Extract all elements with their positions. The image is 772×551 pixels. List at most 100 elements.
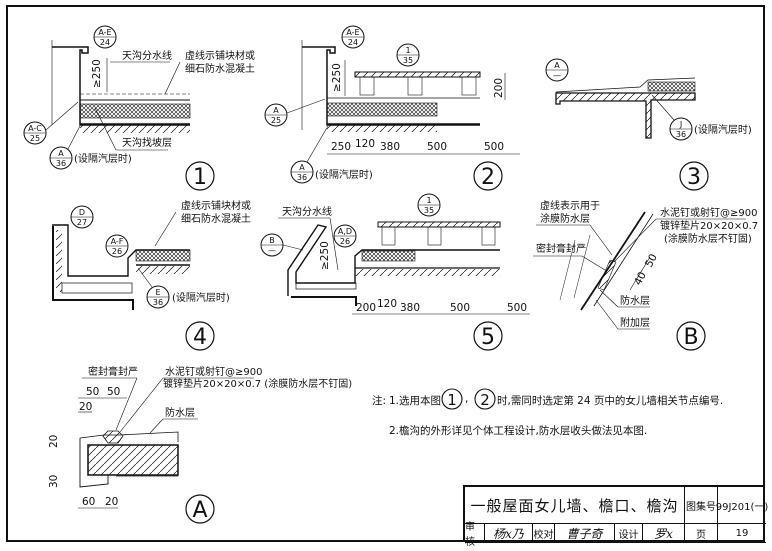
detail-number-B: B (683, 325, 698, 350)
svg-text:380: 380 (400, 302, 420, 314)
svg-text:A: A (58, 149, 64, 158)
dA-label-waterproof: 防水层 (165, 406, 195, 419)
dA-label-sealant: 密封膏封严 (88, 365, 138, 378)
svg-text:26: 26 (112, 247, 122, 256)
dA-label-nail-2: 镀锌垫片20×20×0.7 (涂膜防水层不钉固) (163, 377, 352, 390)
detail-number-2: 2 (481, 165, 495, 190)
svg-text:D: D (79, 208, 85, 217)
review-label: 审核 (465, 522, 485, 548)
d3-ref-top[interactable]: A — (545, 58, 569, 82)
dB-label-nail-1: 水泥钉或射钉@≥900 (660, 206, 757, 219)
svg-text:A-F: A-F (111, 237, 124, 246)
dA-dim-left-2: 30 (48, 475, 60, 488)
svg-text:36: 36 (153, 298, 163, 307)
d1-ref-bottom[interactable]: A 36 (49, 146, 73, 170)
note-circle-1-number: 1 (447, 391, 457, 409)
d2-ref-left[interactable]: A 25 (264, 103, 288, 127)
d2-ref-top[interactable]: A-E 24 (341, 25, 365, 49)
svg-text:26: 26 (340, 237, 350, 246)
svg-text:E: E (155, 288, 160, 297)
d1-label-vapor: (设隔汽层时) (74, 152, 132, 165)
design-signature: 罗x (643, 524, 685, 543)
svg-text:A: A (554, 61, 560, 70)
detail-number-4: 4 (193, 325, 207, 350)
svg-text:1: 1 (426, 196, 431, 205)
svg-text:A,D: A,D (338, 227, 352, 236)
svg-text:35: 35 (403, 56, 413, 65)
sheet-border (6, 5, 765, 542)
dA-dim-top-small: 20 (79, 401, 92, 413)
svg-text:200: 200 (356, 302, 376, 314)
detail-2: ≥250 200 250 120 380 500 500 A-E 24 1 35… (264, 25, 520, 191)
d4-label-dashed-2: 细石防水混凝土 (181, 212, 251, 225)
svg-text:500: 500 (507, 302, 527, 314)
detail-4: 虚线示铺块材或 细石防水混凝土 D 27 A-F 26 E 36 (设隔汽层时)… (52, 199, 251, 351)
dA-dim-top-1: 50 (86, 386, 99, 398)
dA-label-nail-1: 水泥钉或射钉@≥900 (165, 365, 262, 378)
d1-dim-height: ≥250 (91, 59, 103, 88)
page-number: 19 (718, 524, 766, 543)
d5-ref-left[interactable]: B — (260, 233, 284, 257)
atlas-number: 99J201(一) (716, 487, 768, 524)
dA-dim-bottom-2: 20 (105, 496, 118, 508)
svg-text:500: 500 (427, 141, 447, 153)
svg-text:36: 36 (676, 130, 686, 139)
svg-text:120: 120 (377, 298, 397, 310)
dB-label-sealant: 密封膏封严 (536, 242, 586, 255)
d5-ref-top[interactable]: 1 35 (417, 193, 441, 217)
note-1-sep: , (465, 393, 469, 405)
d1-label-divide: 天沟分水线 (122, 49, 172, 62)
dB-dim-b: 50 (643, 252, 660, 269)
detail-5: 天沟分水线 ≥250 200 120 380 500 500 B — A,D 2… (260, 193, 530, 351)
d3-label-vapor: (设隔汽层时) (694, 123, 752, 136)
d1-ref-left[interactable]: A-C 25 (23, 121, 47, 145)
d4-label-dashed-1: 虚线示铺块材或 (181, 199, 251, 212)
dB-label-nail-3: (涂膜防水层不钉固) (664, 232, 752, 245)
d4-ref-mid[interactable]: A-F 26 (105, 234, 129, 258)
svg-text:36: 36 (56, 159, 66, 168)
svg-text:A-E: A-E (98, 28, 111, 37)
d2-dim-right: 200 (493, 78, 505, 98)
page-label: 页 (685, 524, 718, 543)
detail-number-5: 5 (481, 325, 495, 350)
dB-label-waterproof: 防水层 (620, 294, 650, 307)
d2-dim-height: ≥250 (331, 63, 343, 92)
svg-text:—: — (268, 246, 276, 255)
dB-label-nail-2: 镀锌垫片20×20×0.7 (660, 219, 758, 232)
detail-1: ≥250 天沟分水线 虚线示铺块材或 细石防水混凝土 天沟找坡层 A-E 24 … (23, 25, 255, 191)
review-signature: 杨x乃 (485, 524, 533, 543)
svg-text:380: 380 (380, 141, 400, 153)
title-block: 一般屋面女儿墙、檐口、檐沟 图集号 99J201(一) 审核 杨x乃 校对 曹子… (463, 485, 768, 548)
note-1-end: 时,需同时选定第 24 页中的女儿墙相关节点编号. (497, 395, 724, 407)
svg-text:27: 27 (77, 218, 87, 227)
svg-text:1: 1 (405, 46, 410, 55)
d5-label-divide: 天沟分水线 (282, 205, 332, 218)
svg-text:B: B (269, 236, 275, 245)
svg-text:25: 25 (271, 116, 281, 125)
dB-label-dashed-2: 涂膜防水层 (540, 212, 590, 225)
d4-label-vapor: (设隔汽层时) (172, 291, 230, 304)
d4-ref-top[interactable]: D 27 (70, 205, 94, 229)
detail-number-3: 3 (687, 165, 701, 190)
dB-label-additional: 附加层 (620, 316, 650, 329)
svg-text:A-C: A-C (28, 124, 42, 133)
svg-text:500: 500 (450, 302, 470, 314)
note-1-start: 1.选用本图 (389, 395, 442, 407)
d3-ref-bottom[interactable]: J 36 (669, 117, 693, 141)
svg-text:250: 250 (331, 141, 351, 153)
d2-ref-bottom[interactable]: A 36 (290, 160, 314, 184)
detail-B: 虚线表示用于 涂膜防水层 密封膏封严 水泥钉或射钉@≥900 镀锌垫片20×20… (533, 199, 758, 351)
d5-dim-height: ≥250 (319, 241, 331, 270)
d1-ref-top[interactable]: A-E 24 (93, 25, 117, 49)
notes-prefix: 注: (372, 395, 387, 407)
svg-text:24: 24 (348, 38, 358, 47)
d4-ref-bottom[interactable]: E 36 (146, 285, 170, 309)
note-circle-2-number: 2 (480, 391, 490, 409)
svg-text:120: 120 (355, 138, 375, 150)
d2-ref-mid[interactable]: 1 35 (396, 43, 420, 67)
svg-text:24: 24 (100, 38, 110, 47)
atlas-label: 图集号 (685, 487, 718, 524)
dB-label-dashed-1: 虚线表示用于 (540, 199, 600, 212)
d5-ref-mid[interactable]: A,D 26 (333, 224, 357, 248)
